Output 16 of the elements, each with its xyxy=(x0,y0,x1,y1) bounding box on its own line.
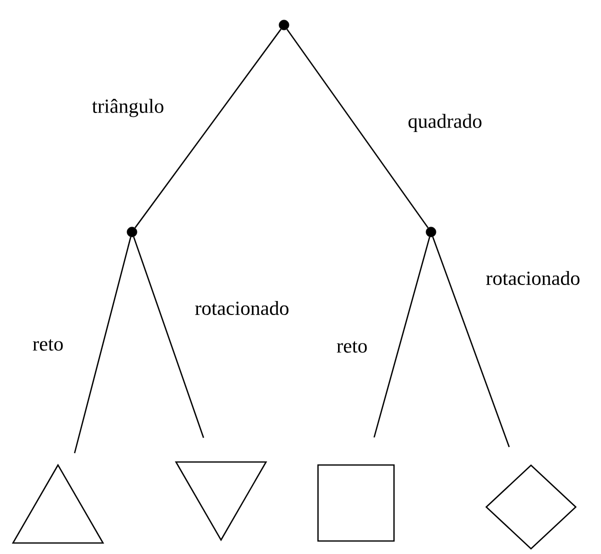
branch-line xyxy=(432,236,510,448)
edge-label: reto xyxy=(31,338,65,352)
tree-node-dot xyxy=(426,226,436,238)
branch-line xyxy=(374,236,430,438)
tree-node-dot xyxy=(126,226,138,238)
branch-line xyxy=(134,28,282,228)
edge-label: rotacionado xyxy=(194,300,290,316)
edge-label: reto xyxy=(335,340,369,354)
edge-label: triângulo xyxy=(90,98,166,118)
branch-line xyxy=(74,236,132,454)
edge-label: quadrado xyxy=(406,112,484,134)
edge-label: rotacionado xyxy=(484,270,582,286)
branch-line xyxy=(286,28,429,228)
branch-line xyxy=(133,236,204,438)
tree-node-dot xyxy=(278,20,290,30)
square-shape xyxy=(317,464,395,542)
